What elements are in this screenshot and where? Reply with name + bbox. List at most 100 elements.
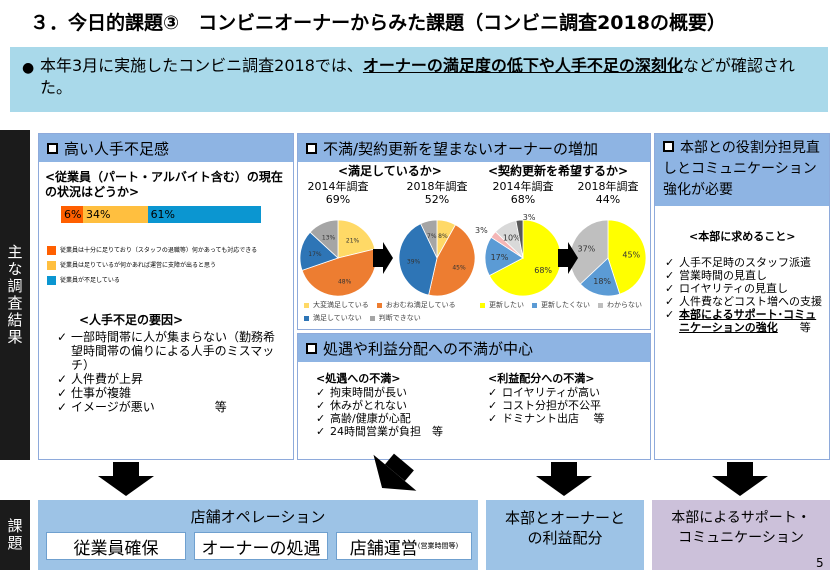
legend-swatch <box>532 302 537 308</box>
legend-swatch <box>47 246 56 255</box>
legend-swatch <box>47 261 56 270</box>
pie-headline: 69% <box>326 193 350 206</box>
issue-employee: 従業員確保 <box>46 532 186 560</box>
question-satisfaction: <満足しているか> <box>338 164 442 178</box>
legend-item: 従業員は足りているが何かあれば運営に支障が出ると思う <box>47 260 293 270</box>
pie-year: 2014年調査 <box>308 179 369 193</box>
down-arrow-icon <box>536 462 592 496</box>
pie-slice <box>579 257 621 297</box>
subheading: <本部に求めること> <box>689 230 796 243</box>
pie-slice <box>420 219 438 259</box>
page-number: 5 <box>816 556 824 570</box>
request-tail: 等 <box>777 321 811 334</box>
down-arrow-icon <box>712 462 768 496</box>
down-arrow-icon <box>98 462 154 496</box>
pie-year: 2018年調査 <box>578 179 639 193</box>
pie-year: 2014年調査 <box>493 179 554 193</box>
complaint-item: ドミナント出店 等 <box>488 412 605 425</box>
banner-emphasis: オーナーの満足度の低下や人手不足の深刻化 <box>362 56 683 75</box>
right-arrow-icon <box>558 242 578 274</box>
panel-header: 不満/契約更新を望まないオーナーの増加 <box>298 134 650 162</box>
complaint-item: コスト分担が不公平 <box>488 399 605 412</box>
bullet-icon: ● <box>22 60 35 76</box>
pie-label: 45% <box>622 250 640 259</box>
bar-segment: 6% <box>61 206 83 223</box>
pie-label: 45% <box>452 264 466 271</box>
square-icon <box>306 342 317 354</box>
legend-item: わからない <box>598 300 642 310</box>
side-label-results: 主な調査結果 <box>0 130 30 460</box>
bar-segment: 34% <box>83 206 148 223</box>
complaint-item: 高齢/健康が心配 <box>316 412 443 425</box>
request-item: 本部によるサポート･コミュニケーションの強化 等 <box>665 308 825 334</box>
profit-column: <利益配分への不満> ロイヤリティが高いコスト分担が不公平ドミナント出店 等 <box>488 370 605 425</box>
legend-item: 更新したくない <box>532 300 590 310</box>
legend-item: 従業員が不足している <box>47 275 293 285</box>
issue-store-operations: 店舗オペレーション 従業員確保 オーナーの処遇 店舗運営(営業時間等) <box>38 500 478 570</box>
summary-banner: ● 本年3月に実施したコンビニ調査2018では、オーナーの満足度の低下や人手不足… <box>10 47 828 112</box>
col-title: <処遇への不満> <box>316 372 401 385</box>
side-label-issues: 課題 <box>0 500 30 570</box>
panel-header: 処遇や利益分配への不満が中心 <box>298 334 650 362</box>
stacked-bar: 6%34%61% <box>61 206 261 223</box>
cause-item: 人件費が上昇 <box>57 372 285 386</box>
issue-owner-treatment: オーナーの処遇 <box>194 532 328 560</box>
pie-headline: 44% <box>596 193 620 206</box>
pie-label: 48% <box>338 279 352 286</box>
request-item: ロイヤリティの見直し <box>665 282 825 295</box>
cause-item: イメージが悪い 等 <box>57 400 285 414</box>
square-icon <box>306 142 317 154</box>
legend-swatch <box>47 276 56 285</box>
question-renewal: <契約更新を希望するか> <box>488 164 629 178</box>
request-emphasis: 本部によるサポート･コミュニケーションの強化 <box>679 308 817 334</box>
complaint-item: 拘束時間が長い <box>316 386 443 399</box>
pie-charts: 2014年調査69%21%48%17%13%2018年調査52%8%45%39%… <box>299 179 647 297</box>
panel-labor-shortage: 高い人手不足感 <従業員（パート・アルバイト含む）の現在の状況はどうか> 6%3… <box>38 133 294 460</box>
treatment-column: <処遇への不満> 拘束時間が長い休みがとれない高齢/健康が心配24時間営業が負担… <box>316 370 443 438</box>
pie-slice <box>309 219 339 259</box>
legend-label: 従業員は十分に足りており（スタッフの退職等）何かあっても対応できる <box>60 247 258 254</box>
pie-slice <box>569 219 609 285</box>
complaint-item: 24時間営業が負担 等 <box>316 425 443 438</box>
pie-label: 13% <box>322 234 336 241</box>
pie-slice <box>488 219 562 297</box>
question: <従業員（パート・アルバイト含む）の現在の状況はどうか> <box>45 170 283 199</box>
pie-label: 21% <box>346 237 360 244</box>
panel-header-text: 高い人手不足感 <box>64 139 170 158</box>
panel-header: 高い人手不足感 <box>39 134 293 162</box>
right-arrow-icon <box>373 242 393 274</box>
legend-label: 更新したくない <box>541 301 590 309</box>
bar-segment: 61% <box>147 206 261 223</box>
legend-item: おおむね満足している <box>376 300 456 310</box>
legend-swatch <box>304 315 309 321</box>
request-item: 人件費などコスト増への支援 <box>665 295 825 308</box>
complaint-item: ロイヤリティが高い <box>488 386 605 399</box>
pie-headline: 52% <box>425 193 449 206</box>
panel-header-text: 処遇や利益分配への不満が中心 <box>323 339 534 358</box>
label: 店舗運営 <box>349 538 418 559</box>
legend-item: 満足していない <box>304 313 362 323</box>
causes-title: <人手不足の要因> <box>79 313 184 327</box>
causes-list: 一部時間帯に人が集まらない（勤務希望時間帯の偏りによる人手のミスマッチ）人件費が… <box>57 330 285 414</box>
complaint-item: 休みがとれない <box>316 399 443 412</box>
cause-item: 一部時間帯に人が集まらない（勤務希望時間帯の偏りによる人手のミスマッチ） <box>57 330 285 372</box>
col-title: <利益配分への不満> <box>488 372 595 385</box>
pie-headline: 68% <box>511 193 535 206</box>
issue-profit-sharing: 本部とオーナーとの利益配分 <box>486 500 644 570</box>
banner-text-end: などが確認された。 <box>40 56 795 97</box>
pie-slice <box>515 219 524 259</box>
request-item: 営業時間の見直し <box>665 269 825 282</box>
legend-item: 従業員は十分に足りており（スタッフの退職等）何かあっても対応できる <box>47 245 293 255</box>
legend-label: おおむね満足している <box>385 301 456 309</box>
page-title: ３．今日的課題③ コンビニオーナーからみた課題（コンビニ調査2018の概要） <box>30 12 726 34</box>
banner-text: 本年3月に実施したコンビニ調査2018では、 <box>40 56 363 75</box>
legend-swatch <box>480 302 485 308</box>
legend-label: 従業員が不足している <box>60 277 120 284</box>
panel-header-text: 不満/契約更新を望まないオーナーの増加 <box>323 139 599 158</box>
pie-label: 17% <box>308 251 322 258</box>
panel-treatment-profit: 処遇や利益分配への不満が中心 <処遇への不満> 拘束時間が長い休みがとれない高齢… <box>297 333 651 460</box>
pie-slice <box>398 223 438 296</box>
pie-label: 3% <box>475 226 488 235</box>
issue-title: 店舗オペレーション <box>190 508 326 526</box>
pie-label: 18% <box>593 277 611 286</box>
